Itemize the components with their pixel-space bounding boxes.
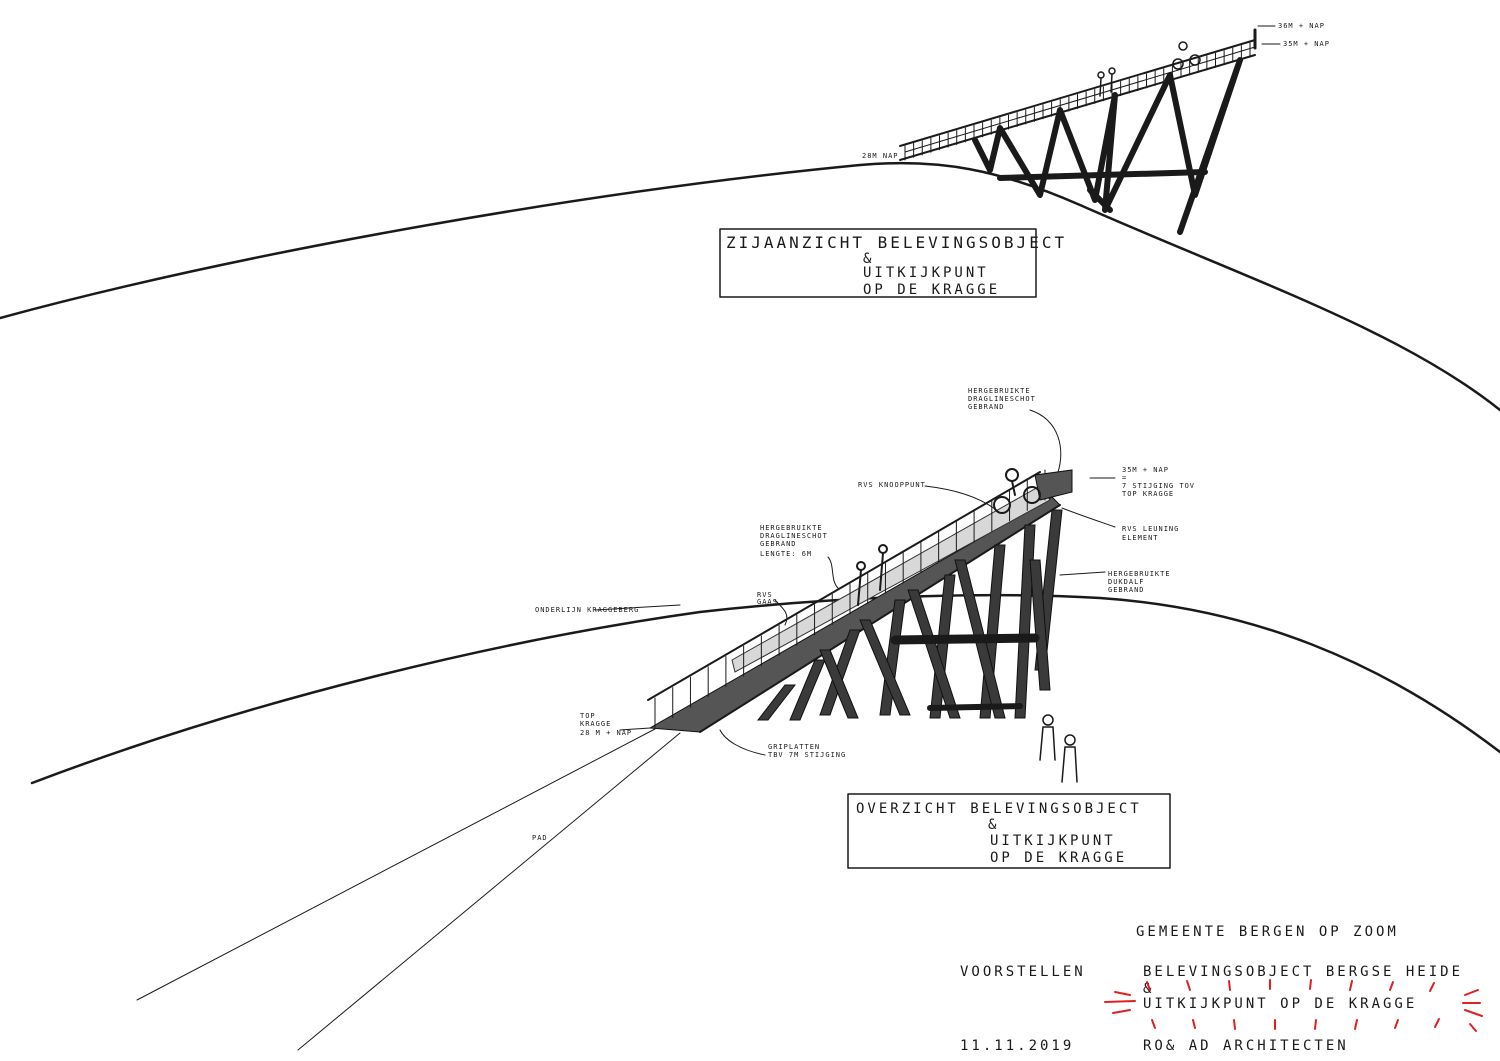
side-walkway <box>899 39 1256 161</box>
ann-dragline-left-4: LENGTE: 6M <box>760 550 812 558</box>
ann-gaas-1: RVS <box>757 591 773 599</box>
overview-title-3: UITKIJKPUNT <box>990 833 1116 849</box>
proposals-label: VOORSTELLEN <box>960 964 1086 980</box>
path-right <box>297 732 681 1051</box>
ann-griplatten-2: TBV 7M STIJGING <box>768 751 846 759</box>
project-line-2: UITKIJKPUNT OP DE KRAGGE <box>1143 996 1417 1012</box>
ann-dragline-left-2: DRAGLINESCHOT <box>760 532 828 540</box>
level-28-nap: 28M NAP <box>862 152 899 160</box>
side-figures <box>1097 41 1201 97</box>
ann-leuning-1: RVS LEUNING <box>1122 525 1179 533</box>
ann-level35-2: = <box>1122 474 1127 482</box>
side-view-title-1: ZIJAANZICHT BELEVINGSOBJECT <box>726 233 1067 252</box>
path-left <box>136 728 656 1001</box>
title-block: GEMEENTE BERGEN OP ZOOM VOORSTELLEN BELE… <box>960 924 1483 1054</box>
drawing-date: 11.11.2019 <box>960 1038 1074 1054</box>
architect-name: RO& AD ARCHITECTEN <box>1143 1038 1349 1054</box>
overview-title-1: OVERZICHT BELEVINGSOBJECT <box>856 801 1142 817</box>
side-view-title-4: OP DE KRAGGE <box>863 282 1000 298</box>
overview: HERGEBRUIKTE DRAGLINESCHOT GEBRAND RVS K… <box>30 387 1500 1051</box>
ann-level35-3: 7 STIJGING TOV <box>1122 482 1195 490</box>
standing-figures <box>1039 714 1078 783</box>
level-35-nap: 35M + NAP <box>1283 40 1330 48</box>
ann-level35-1: 35M + NAP <box>1122 466 1169 474</box>
leader-lines <box>594 409 1116 756</box>
hill-profile-side <box>0 161 1500 412</box>
ann-dragline-top-3: GEBRAND <box>968 403 1005 411</box>
overview-figures <box>856 468 1041 606</box>
side-support-frame <box>972 57 1243 235</box>
side-view-title-box <box>719 228 1037 298</box>
ann-level35-4: TOP KRAGGE <box>1122 490 1174 498</box>
side-view: 36M + NAP 35M + NAP 28M NAP ZIJAANZICHT … <box>0 22 1500 412</box>
overview-title-amp: & <box>988 817 999 833</box>
project-line-1: BELEVINGSOBJECT BERGSE HEIDE <box>1143 964 1463 980</box>
ann-top-kragge-1: TOP <box>580 712 596 720</box>
project-amp: & <box>1143 981 1154 997</box>
walkway-mesh <box>731 485 1051 673</box>
ann-dukdalf-1: HERGEBRUIKTE <box>1108 570 1171 578</box>
ann-dragline-left-3: GEBRAND <box>760 540 797 548</box>
ann-dukdalf-2: DUKDALF <box>1108 578 1145 586</box>
ann-leuning-2: ELEMENT <box>1122 534 1159 542</box>
ann-top-kragge-2: KRAGGE <box>580 720 611 728</box>
ann-pad: PAD <box>532 834 548 842</box>
ann-onderlijn: ONDERLIJN KRAGGEBERG <box>535 606 639 614</box>
red-emphasis-marks <box>1104 979 1483 1032</box>
ann-top-kragge-3: 28 M + NAP <box>580 729 632 737</box>
ann-dragline-top-1: HERGEBRUIKTE <box>968 387 1031 395</box>
ann-gaas-2: GAAS <box>757 598 778 606</box>
side-view-title-3: UITKIJKPUNT <box>863 265 989 281</box>
ann-griplatten-1: GRIPLATTEN <box>768 743 820 751</box>
overview-title-4: OP DE KRAGGE <box>990 850 1127 866</box>
side-view-title-amp: & <box>863 251 874 267</box>
ann-dragline-left-1: HERGEBRUIKTE <box>760 524 823 532</box>
client-name: GEMEENTE BERGEN OP ZOOM <box>1136 924 1399 940</box>
overview-title-box <box>847 793 1171 869</box>
ann-knooppunt: RVS KNOOPPUNT <box>858 481 926 489</box>
level-36-nap: 36M + NAP <box>1278 22 1325 30</box>
trestle <box>756 509 1063 721</box>
ann-dragline-top-2: DRAGLINESCHOT <box>968 395 1036 403</box>
ann-dukdalf-3: GEBRAND <box>1108 586 1145 594</box>
